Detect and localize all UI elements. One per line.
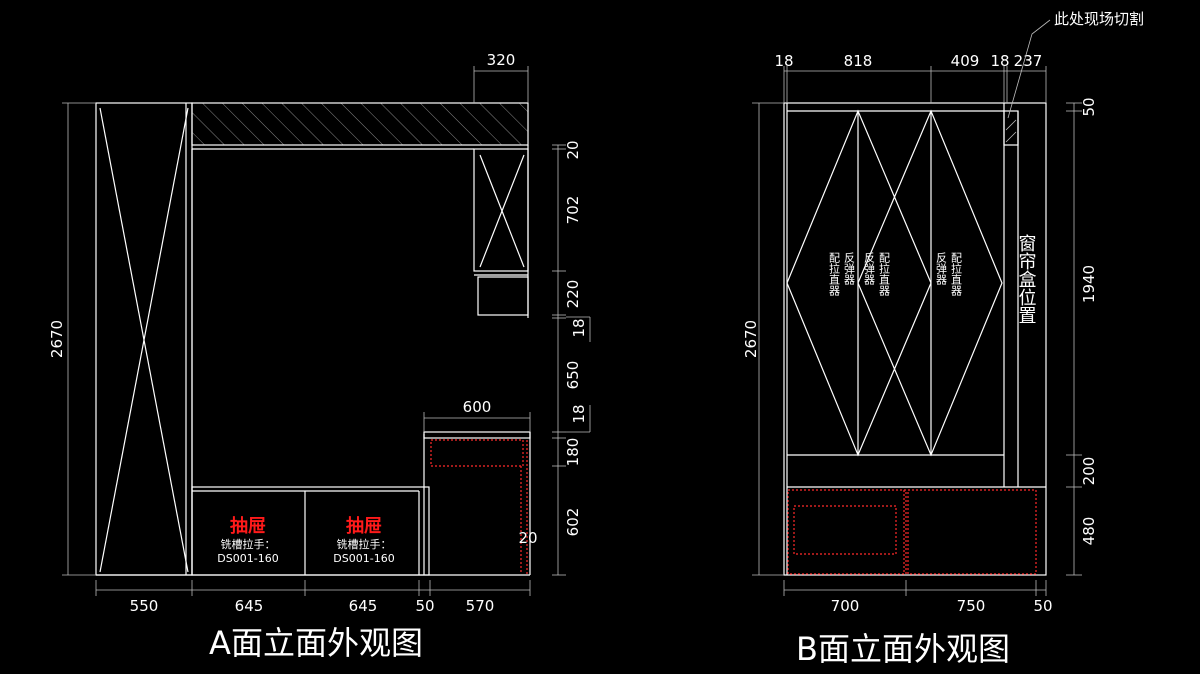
drawer-label-1: 抽屉 <box>230 515 266 537</box>
door-note-1: 配拉直器 <box>828 252 841 297</box>
top-dim-b-3: 409 <box>951 52 980 70</box>
right-dim-a-7: 180 <box>564 438 582 467</box>
right-dim-a-5: 650 <box>564 361 582 390</box>
door-note-3: 配拉直器 <box>878 252 891 297</box>
drawer-b-1 <box>787 489 907 575</box>
right-dim-b-1: 50 <box>1080 97 1098 116</box>
title-a: A面立面外观图 <box>209 624 423 662</box>
door-note-4: 反弹器 <box>863 252 876 286</box>
elevation-a: 抽屉 铣槽拉手： DS001-160 抽屉 铣槽拉手： DS001-160 26… <box>48 51 591 662</box>
bottom-dim-b-3: 50 <box>1033 597 1052 615</box>
upper-small-cabinet <box>477 276 529 316</box>
right-dim-a-4: 18 <box>570 318 588 337</box>
right-dim-b-3: 200 <box>1080 457 1098 486</box>
door-notes: 配拉直器 反弹器 配拉直器 反弹器 配拉直器 反弹器 <box>828 252 963 297</box>
title-b: B面立面外观图 <box>796 630 1010 668</box>
right-dim-b-4: 480 <box>1080 517 1098 546</box>
drawer-b-1-inner <box>793 505 897 555</box>
right-dim-b-2: 1940 <box>1080 265 1098 303</box>
drawer-label-2: 抽屉 <box>346 515 382 537</box>
top-dim-b-4: 18 <box>990 52 1009 70</box>
curtain-box-cut <box>1003 110 1019 146</box>
overall-height-b: 2670 <box>742 320 760 358</box>
right-dim-a-8: 602 <box>564 508 582 537</box>
right-dim-a-1: 20 <box>564 140 582 159</box>
door-note-5: 配拉直器 <box>950 252 963 297</box>
bottom-dim-a-1: 550 <box>130 597 159 615</box>
bottom-dim-b-1: 700 <box>831 597 860 615</box>
door-note-2: 反弹器 <box>843 252 856 286</box>
elevation-b: 配拉直器 反弹器 配拉直器 反弹器 配拉直器 反弹器 窗帘盒位置 2670 18… <box>742 10 1144 668</box>
right-dim-a-6: 18 <box>570 404 588 423</box>
red-drawer-dashed <box>430 439 524 467</box>
top-width-a: 320 <box>487 51 516 69</box>
bottom-dim-b-2: 750 <box>957 597 986 615</box>
drawer-code-2: DS001-160 <box>333 552 394 565</box>
counter-top <box>423 431 531 439</box>
bottom-dim-a-5: 570 <box>466 597 495 615</box>
top-dim-b-1: 18 <box>774 52 793 70</box>
hatched-bulkhead <box>191 102 529 146</box>
drawer-handle-2: 铣槽拉手： <box>337 537 392 551</box>
overall-height-a: 2670 <box>48 320 66 358</box>
drawer-handle-1: 铣槽拉手： <box>221 537 276 551</box>
top-dim-b-5: 237 <box>1014 52 1043 70</box>
callout-label: 此处现场切割 <box>1054 10 1144 28</box>
door-note-6: 反弹器 <box>935 252 948 286</box>
right-dim-a-2: 702 <box>564 196 582 225</box>
bottom-dim-a-4: 50 <box>415 597 434 615</box>
drawer-code-1: DS001-160 <box>217 552 278 565</box>
drawer-b-2 <box>907 489 1037 575</box>
right-dim-a-3: 220 <box>564 280 582 309</box>
curtain-box-label: 窗帘盒位置 <box>1016 234 1037 324</box>
cabinet-b-outline <box>783 102 1047 576</box>
bottom-dim-a-2: 645 <box>235 597 264 615</box>
bottom-dim-a-3: 645 <box>349 597 378 615</box>
counter-width-a: 600 <box>463 398 492 416</box>
right-dim-a-9: 20 <box>518 529 537 547</box>
top-dim-b-2: 818 <box>844 52 873 70</box>
